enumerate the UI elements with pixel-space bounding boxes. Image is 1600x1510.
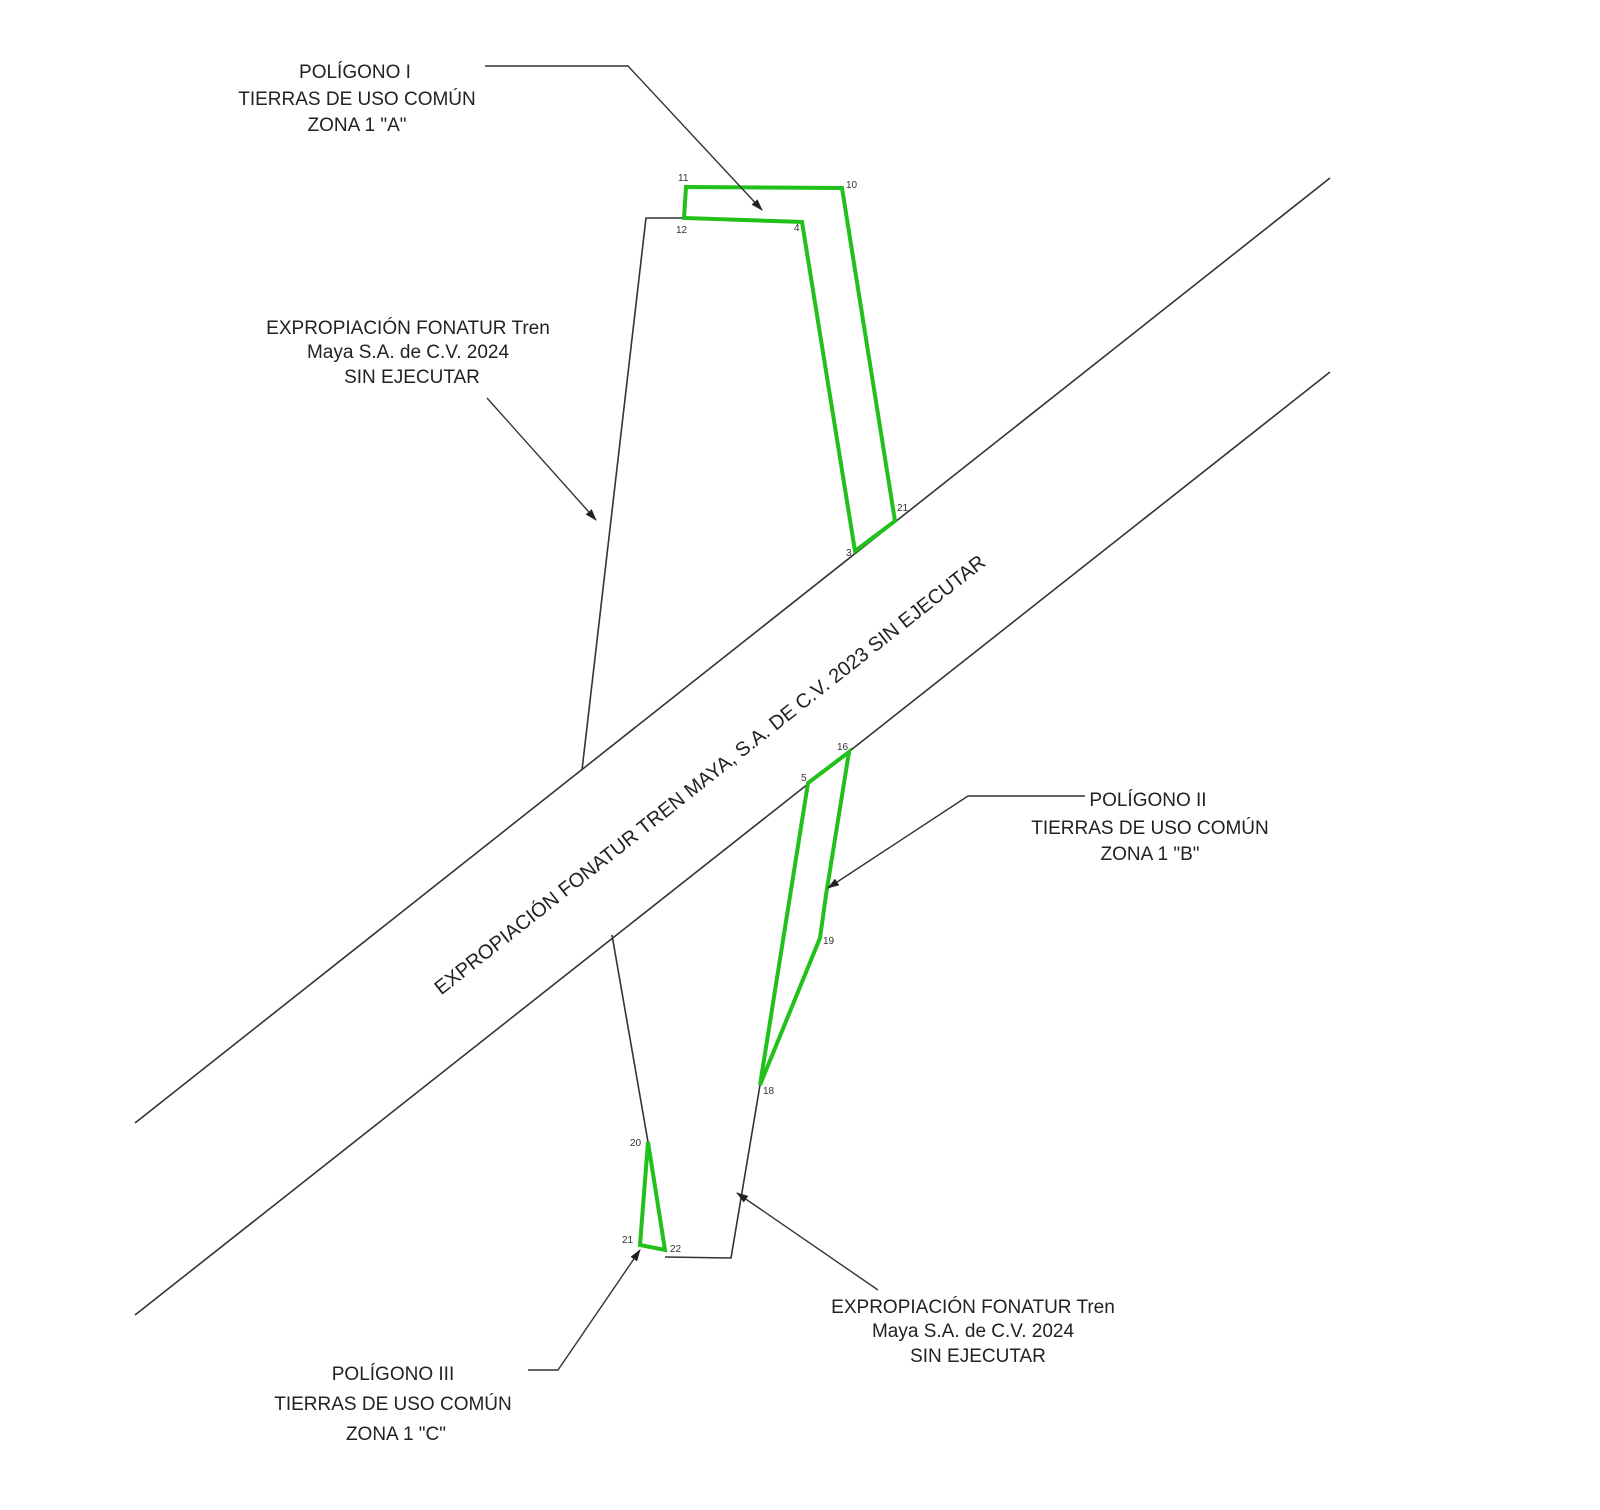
point-label: 18 xyxy=(763,1086,775,1097)
expropriation-2024-lower-outline-2 xyxy=(664,1084,761,1259)
svg-text:Maya S.A. de C.V. 2024: Maya S.A. de C.V. 2024 xyxy=(307,342,510,363)
point-label: 16 xyxy=(837,742,849,753)
point-label: 3 xyxy=(846,548,852,559)
svg-text:POLÍGONO I: POLÍGONO I xyxy=(299,62,411,83)
expropiacion-2024-lower-label: EXPROPIACIÓN FONATUR Tren Maya S.A. de C… xyxy=(831,1296,1115,1367)
point-label: 20 xyxy=(630,1138,642,1149)
svg-text:POLÍGONO III: POLÍGONO III xyxy=(332,1364,454,1385)
svg-text:EXPROPIACIÓN FONATUR Tren: EXPROPIACIÓN FONATUR Tren xyxy=(831,1296,1115,1318)
expropiacion-lower-leader-arrow xyxy=(736,1192,879,1291)
point-label: 11 xyxy=(678,173,689,184)
expropriation-2024-upper-outline xyxy=(581,217,684,771)
point-label: 12 xyxy=(676,225,688,236)
poligono-1-label: POLÍGONO I TIERRAS DE USO COMÚN ZONA 1 "… xyxy=(238,62,476,136)
svg-text:TIERRAS DE USO COMÚN: TIERRAS DE USO COMÚN xyxy=(1031,817,1269,839)
poligono-1-shape xyxy=(681,184,898,555)
point-label: 22 xyxy=(670,1244,682,1255)
svg-text:POLÍGONO II: POLÍGONO II xyxy=(1089,790,1206,811)
expropiacion-upper-leader-arrow xyxy=(486,397,597,521)
point-label: 21 xyxy=(897,503,909,514)
point-label: 4 xyxy=(794,223,800,234)
poligono-2-leader-arrow xyxy=(827,795,1085,889)
point-label: 21 xyxy=(622,1235,634,1246)
poligono-3-shape xyxy=(637,1141,668,1253)
svg-text:TIERRAS DE USO COMÚN: TIERRAS DE USO COMÚN xyxy=(274,1393,512,1415)
poligono-3-leader-arrow xyxy=(528,1249,641,1371)
road-upper-edge xyxy=(134,177,1331,1124)
svg-text:ZONA 1 "B": ZONA 1 "B" xyxy=(1100,844,1199,865)
expropriation-2024-lower-outline xyxy=(611,934,649,1143)
svg-text:ZONA 1 "C": ZONA 1 "C" xyxy=(346,1424,446,1445)
point-label: 19 xyxy=(823,936,835,947)
point-label: 10 xyxy=(846,180,858,191)
svg-text:SIN EJECUTAR: SIN EJECUTAR xyxy=(344,367,480,388)
svg-text:ZONA 1 "A": ZONA 1 "A" xyxy=(307,115,406,136)
poligono-1-leader-arrow xyxy=(485,65,763,211)
poligono-2-shape xyxy=(758,747,852,1086)
svg-text:Maya S.A. de C.V. 2024: Maya S.A. de C.V. 2024 xyxy=(872,1321,1075,1342)
road-label: EXPROPIACIÓN FONATUR TREN MAYA, S.A. DE … xyxy=(430,550,990,999)
svg-text:EXPROPIACIÓN FONATUR Tren: EXPROPIACIÓN FONATUR Tren xyxy=(266,317,550,339)
svg-text:TIERRAS DE USO COMÚN: TIERRAS DE USO COMÚN xyxy=(238,88,476,110)
expropiacion-2024-upper-label: EXPROPIACIÓN FONATUR Tren Maya S.A. de C… xyxy=(266,317,550,388)
point-label: 5 xyxy=(801,773,807,784)
road-lower-edge xyxy=(134,371,1331,1316)
svg-text:SIN EJECUTAR: SIN EJECUTAR xyxy=(910,1346,1046,1367)
poligono-3-label: POLÍGONO III TIERRAS DE USO COMÚN ZONA 1… xyxy=(274,1364,512,1445)
poligono-2-label: POLÍGONO II TIERRAS DE USO COMÚN ZONA 1 … xyxy=(1031,790,1269,865)
